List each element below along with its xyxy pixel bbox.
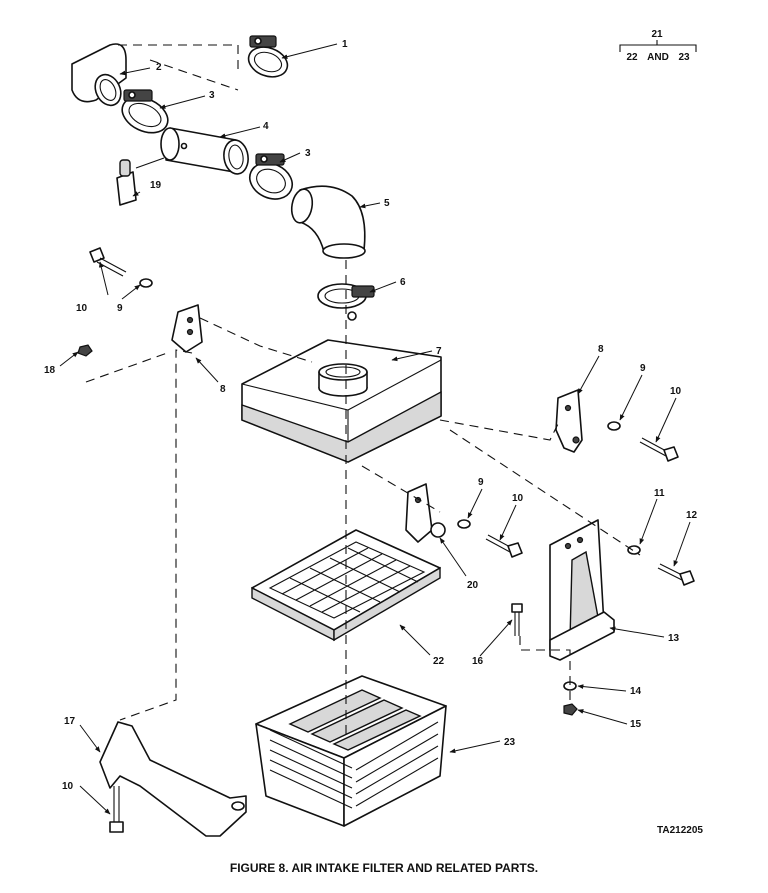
callout-3-upper: 3 [209, 90, 215, 101]
callout-3-lower: 3 [305, 148, 311, 159]
callout-13: 13 [668, 633, 680, 644]
callout-9-right: 9 [640, 363, 646, 374]
part-9-washer-right [607, 421, 621, 431]
part-10-bolt-left [89, 247, 127, 277]
part-4-tube [160, 127, 249, 175]
part-9-washer-left [139, 278, 153, 288]
callout-15: 15 [630, 719, 642, 730]
callout-22: 22 [433, 656, 445, 667]
callout-17: 17 [64, 716, 76, 727]
part-1-clamp [247, 35, 289, 78]
part-15-nut [563, 703, 578, 716]
index-key: 21 22 AND 23 [619, 29, 697, 63]
callout-23: 23 [504, 737, 516, 748]
part-8-bracket-left [171, 304, 203, 353]
part-6-clamp [317, 283, 375, 321]
part-20-bracket [405, 483, 446, 543]
part-3-clamp-upper [121, 89, 169, 134]
part-17-bracket [99, 721, 247, 837]
callout-12: 12 [686, 510, 698, 521]
callout-4: 4 [263, 121, 269, 132]
figure-reference: TA212205 [657, 825, 703, 836]
figure-caption: FIGURE 8. AIR INTAKE FILTER AND RELATED … [230, 861, 538, 875]
part-10-bolt-right [639, 437, 679, 462]
callout-9-mid: 9 [478, 477, 484, 488]
part-7-housing [241, 339, 442, 463]
callout-7: 7 [436, 346, 442, 357]
part-10-bolt-lower [109, 786, 124, 833]
part-13-support [549, 519, 615, 661]
callout-2: 2 [156, 62, 162, 73]
callout-10-mid: 10 [512, 493, 524, 504]
part-18-nut [77, 344, 93, 357]
callout-19: 19 [150, 180, 162, 191]
part-8-bracket-right [555, 389, 583, 453]
part-5-elbow [290, 185, 366, 259]
callout-10-right: 10 [670, 386, 682, 397]
callout-11: 11 [654, 488, 665, 499]
callout-10-lower: 10 [62, 781, 74, 792]
key-top: 21 [651, 29, 663, 40]
callout-8-left: 8 [220, 384, 226, 395]
key-left: 22 [626, 52, 638, 63]
callout-1: 1 [342, 39, 348, 50]
key-right: 23 [678, 52, 690, 63]
key-joiner: AND [647, 52, 669, 63]
callout-8-right: 8 [598, 344, 604, 355]
callout-14: 14 [630, 686, 642, 697]
part-11-washer [627, 545, 641, 555]
part-19-fitting [116, 157, 165, 206]
part-2-hose [71, 43, 127, 107]
part-10-bolt-mid [485, 534, 523, 558]
part-3-clamp-lower [249, 153, 293, 200]
callout-leaders [59, 43, 691, 815]
part-23-element [255, 675, 447, 827]
callout-16: 16 [472, 656, 484, 667]
callout-18: 18 [44, 365, 56, 376]
callout-5: 5 [384, 198, 390, 209]
part-12-bolt [657, 563, 695, 586]
callout-20: 20 [467, 580, 479, 591]
callout-10-left: 10 [76, 303, 88, 314]
part-16-bolt [511, 603, 523, 636]
part-9-washer-mid [457, 519, 471, 529]
callout-6: 6 [400, 277, 406, 288]
callout-labels: 1 2 3 4 3 5 6 7 8 8 9 9 9 10 10 10 10 11… [44, 39, 698, 792]
callout-9-left: 9 [117, 303, 123, 314]
assembly-lines [85, 44, 641, 738]
